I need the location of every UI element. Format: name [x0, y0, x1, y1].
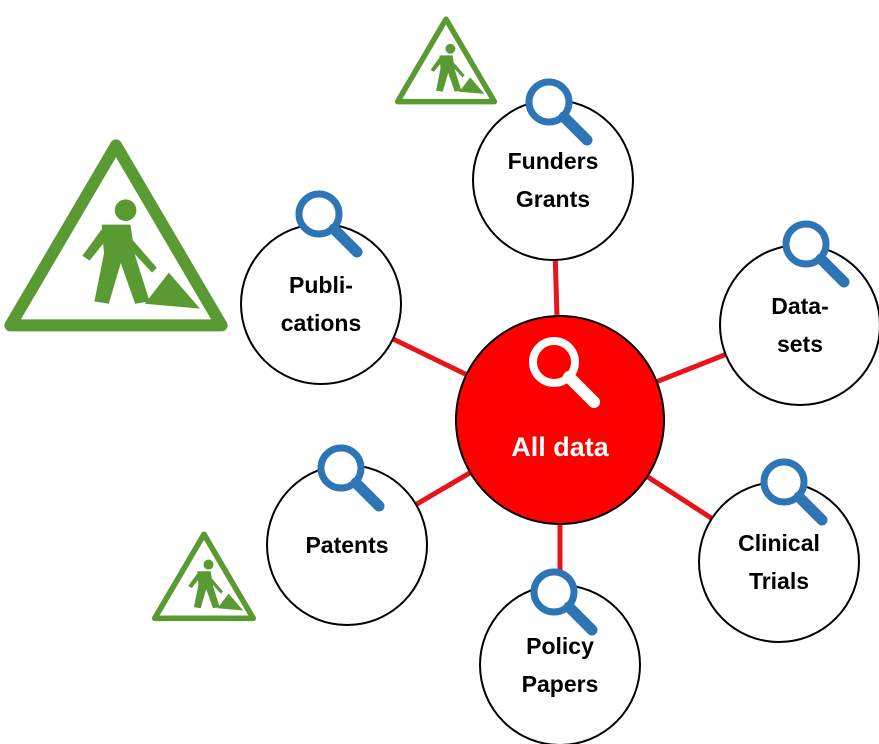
- node-datasets[interactable]: Data-sets: [719, 220, 879, 406]
- node-label-line: Data-: [771, 293, 829, 319]
- node-label-line: Funders: [508, 148, 599, 174]
- node-circle: [719, 244, 879, 406]
- node-label-line: Patents: [305, 532, 388, 558]
- all-data-label: All data: [511, 432, 610, 462]
- search-icon: [295, 190, 363, 258]
- search-icon: [529, 337, 600, 408]
- node-circle: [698, 481, 860, 643]
- road-work-sign-icon: [398, 19, 495, 102]
- search-icon: [317, 444, 385, 512]
- search-icon: [782, 220, 850, 288]
- node-label-line: Clinical: [738, 530, 820, 556]
- node-label-line: cations: [281, 310, 362, 336]
- road-work-sign-icon: [155, 534, 254, 618]
- node-label-line: sets: [777, 331, 823, 357]
- node-circle: [240, 223, 402, 385]
- node-patents[interactable]: Patents: [266, 444, 428, 626]
- road-work-sign-icon: [10, 145, 221, 325]
- source-nodes: FundersGrantsData-setsClinicalTrialsPoli…: [240, 78, 879, 744]
- search-icon: [525, 78, 593, 146]
- node-label-line: Papers: [522, 671, 599, 697]
- node-label-line: Publi-: [289, 272, 353, 298]
- all-data-node[interactable]: All data: [455, 315, 665, 525]
- search-icon: [760, 458, 828, 526]
- node-label-line: Policy: [526, 633, 594, 659]
- node-label-line: Trials: [749, 568, 809, 594]
- search-icon: [530, 568, 598, 636]
- node-label-line: Grants: [516, 186, 590, 212]
- node-publications[interactable]: Publi-cations: [240, 190, 402, 385]
